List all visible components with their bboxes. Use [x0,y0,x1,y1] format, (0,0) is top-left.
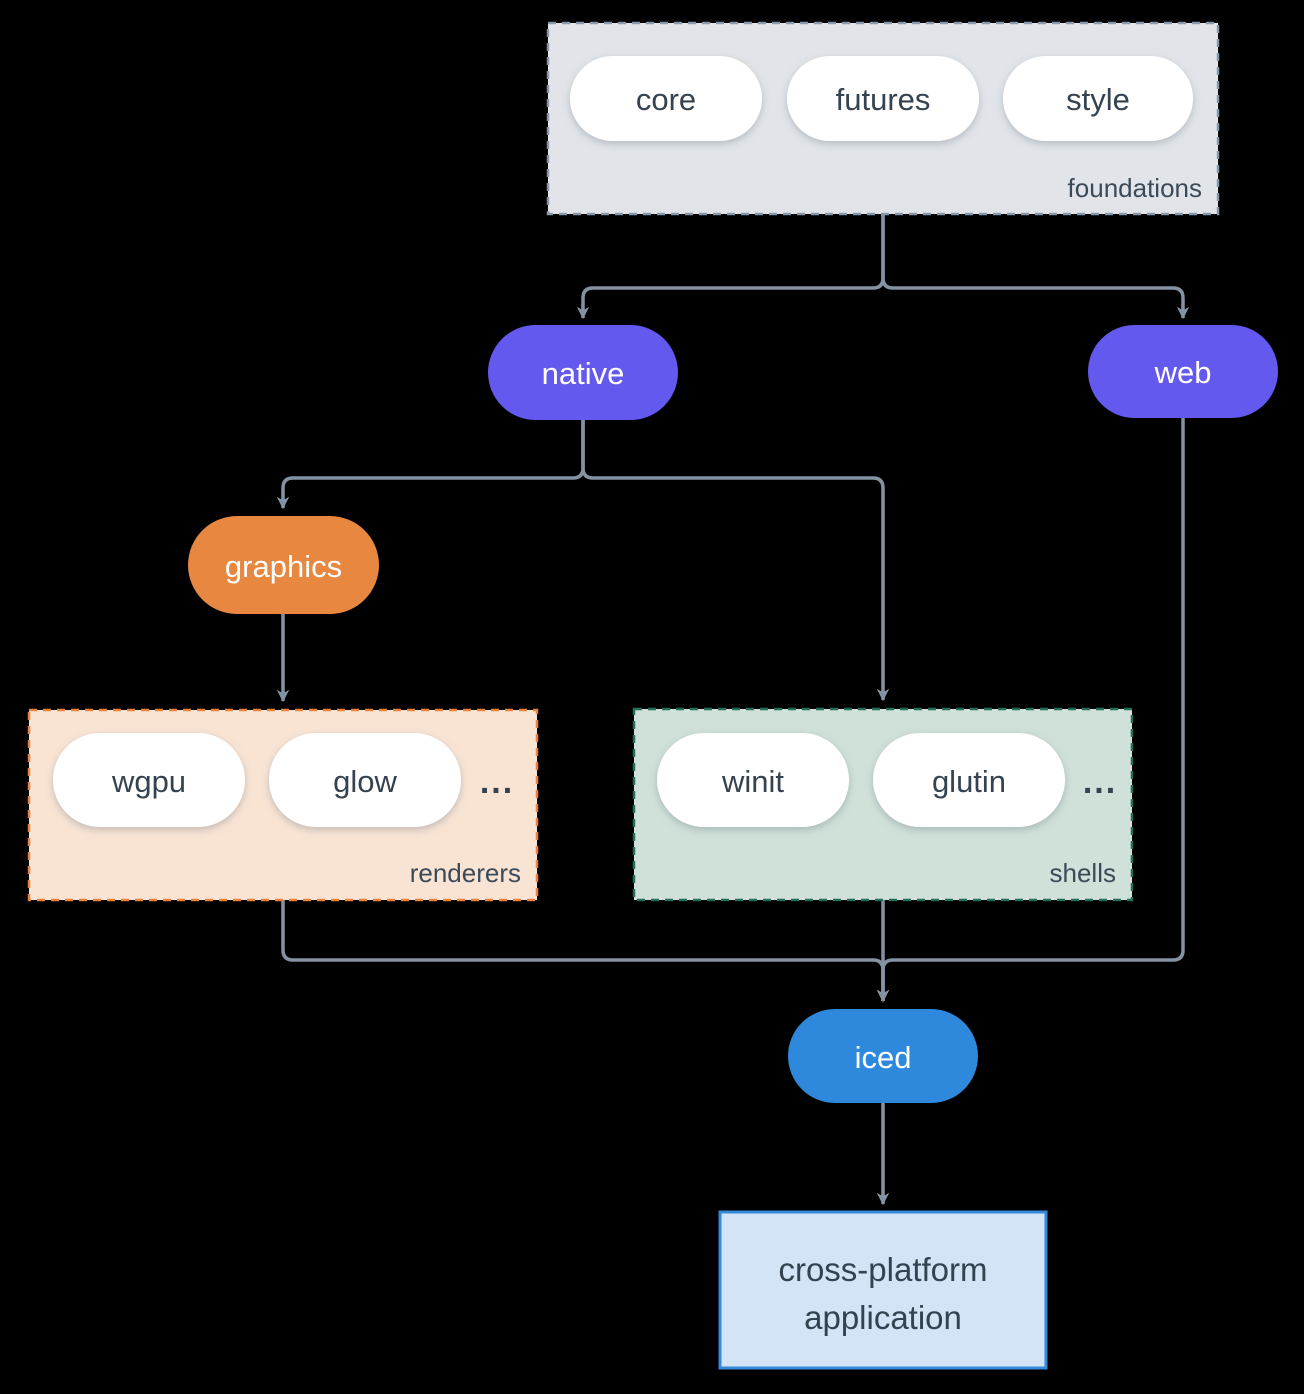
node-core-label: core [636,82,696,117]
renderers-ellipsis: ... [480,763,514,801]
shells-group: winit glutin ... shells [632,707,1134,902]
node-iced [788,1009,978,1103]
node-wgpu [53,733,245,827]
renderers-group: wgpu glow ... renderers [27,708,539,902]
node-native-label: native [542,356,625,391]
node-iced-label: iced [855,1040,912,1075]
edge-foundations-to-web [881,214,1190,320]
edge-native-to-graphics [276,420,585,510]
edges [276,214,1190,1206]
iced-node: iced [788,1009,978,1103]
edge-native-to-shells [581,420,890,702]
node-winit [657,733,849,827]
foundations-group-label: foundations [1068,173,1202,203]
shells-ellipsis: ... [1083,763,1117,801]
node-winit-label: winit [721,764,784,799]
edge-foundations-to-native [576,214,885,320]
foundations-group: core futures style foundations [546,21,1220,216]
node-glutin-label: glutin [932,764,1006,799]
node-style-label: style [1066,82,1130,117]
application-label-line1: cross-platform [778,1251,987,1288]
node-core [570,56,762,141]
node-wgpu-label: wgpu [111,764,186,799]
node-web-label: web [1154,355,1212,390]
node-glow [269,733,461,827]
edge-renderers-to-iced [281,900,890,1003]
application-box [718,1210,1048,1370]
node-graphics-label: graphics [225,549,342,584]
node-web [1088,325,1278,418]
node-futures [787,56,979,141]
node-graphics [188,516,379,614]
shells-group-label: shells [1050,858,1116,888]
native-node: native [488,325,678,420]
web-node: web [1088,325,1278,418]
renderers-group-label: renderers [410,858,521,888]
node-glutin [873,733,1065,827]
node-futures-label: futures [836,82,931,117]
application-node: cross-platform application [718,1210,1048,1370]
graphics-node: graphics [188,516,379,614]
node-style [1003,56,1193,141]
edge-web-to-iced [876,418,1185,1003]
application-label-line2: application [804,1299,962,1336]
node-glow-label: glow [333,764,397,799]
node-native [488,325,678,420]
